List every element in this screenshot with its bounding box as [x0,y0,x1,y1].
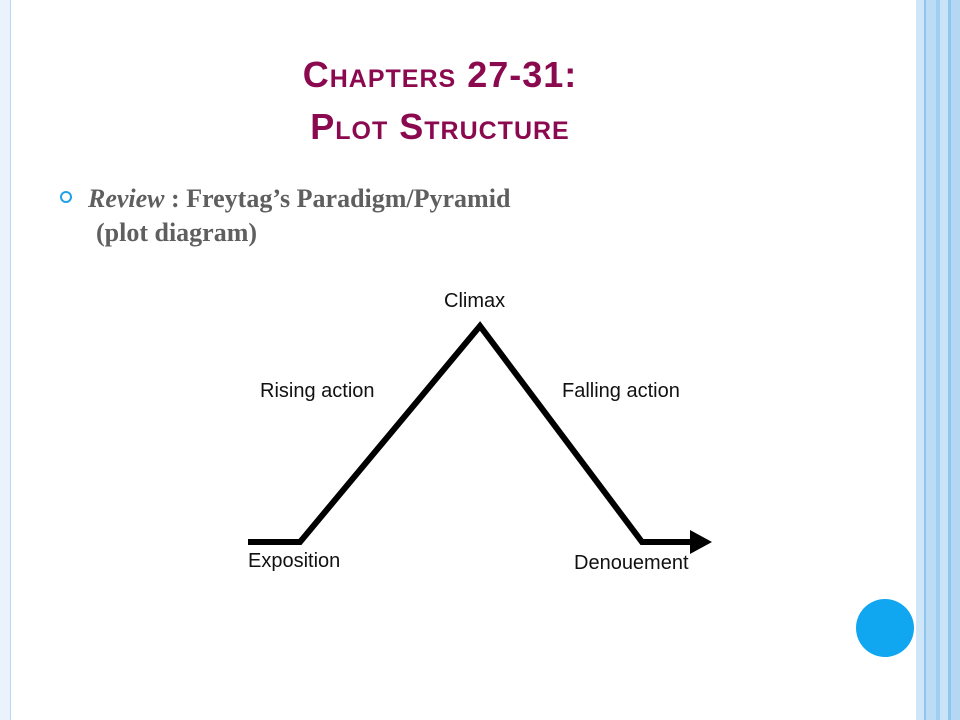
decorative-circle [856,599,914,657]
plot-diagram-svg [248,321,712,554]
bullet-circle-icon [60,191,72,203]
bullet-italic-word: Review [88,184,165,213]
label-rising-action: Rising action [260,380,375,402]
left-edge-bar [0,0,11,720]
label-climax: Climax [444,290,506,312]
slide-title-line-1: Chapters 27-31: [302,54,578,95]
label-denouement: Denouement [574,552,689,574]
plot-diagram: Climax Rising action Falling action Expo… [244,280,724,592]
label-exposition: Exposition [248,550,341,572]
plot-line [248,321,696,545]
bullet-text: Review : Freytag’s Paradigm/Pyramid (plo… [88,182,768,250]
right-decorative-stripes [916,0,960,720]
bullet-continuation: (plot diagram) [96,218,258,247]
bullet-main-text: : Freytag’s Paradigm/Pyramid [164,184,511,213]
arrow-head-icon [690,530,712,554]
slide-title-line-2: Plot Structure [310,106,570,147]
label-falling-action: Falling action [562,380,680,402]
